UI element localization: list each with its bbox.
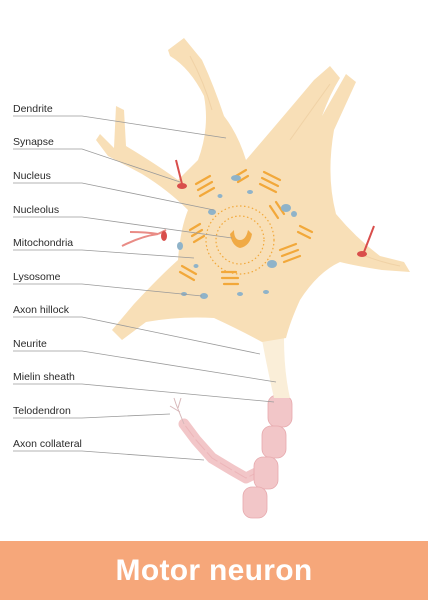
lysosome	[177, 175, 297, 299]
leader-axon-collateral	[13, 450, 205, 461]
label-telodendron: Telodendron	[13, 405, 71, 417]
label-lysosome: Lysosome	[13, 271, 61, 283]
telodendron	[169, 397, 185, 425]
page-title: Motor neuron	[115, 553, 313, 587]
leader-neurite	[13, 350, 277, 383]
nucleus	[205, 205, 275, 275]
label-mielin-sheath: Mielin sheath	[13, 371, 75, 383]
label-axon-collateral: Axon collateral	[13, 438, 82, 450]
leader-lines	[13, 115, 277, 461]
myelin-sheath	[242, 394, 293, 519]
label-mitochondria: Mitochondria	[13, 237, 74, 249]
title-banner: Motor neuron	[0, 541, 428, 600]
label-nucleolus: Nucleolus	[13, 204, 60, 216]
nucleolus	[230, 230, 252, 248]
label-nucleus: Nucleus	[13, 170, 51, 182]
label-neurite: Neurite	[13, 338, 47, 350]
leader-nucleolus	[13, 216, 233, 239]
synapse	[121, 159, 375, 257]
leader-mielin-sheath	[13, 383, 275, 403]
motor-neuron-diagram	[13, 38, 410, 519]
leader-nucleus	[13, 182, 215, 211]
leader-lysosome	[13, 283, 203, 297]
cell-body	[96, 38, 410, 342]
axon-collateral	[178, 418, 268, 484]
leader-dendrite	[13, 115, 227, 139]
neurite	[262, 338, 290, 398]
label-synapse: Synapse	[13, 136, 54, 148]
leader-axon-hillock	[13, 316, 261, 355]
leader-mitochondria	[13, 249, 195, 259]
leader-telodendron	[13, 413, 171, 419]
label-axon-hillock: Axon hillock	[13, 304, 70, 316]
label-dendrite: Dendrite	[13, 103, 53, 115]
leader-synapse	[13, 148, 181, 183]
